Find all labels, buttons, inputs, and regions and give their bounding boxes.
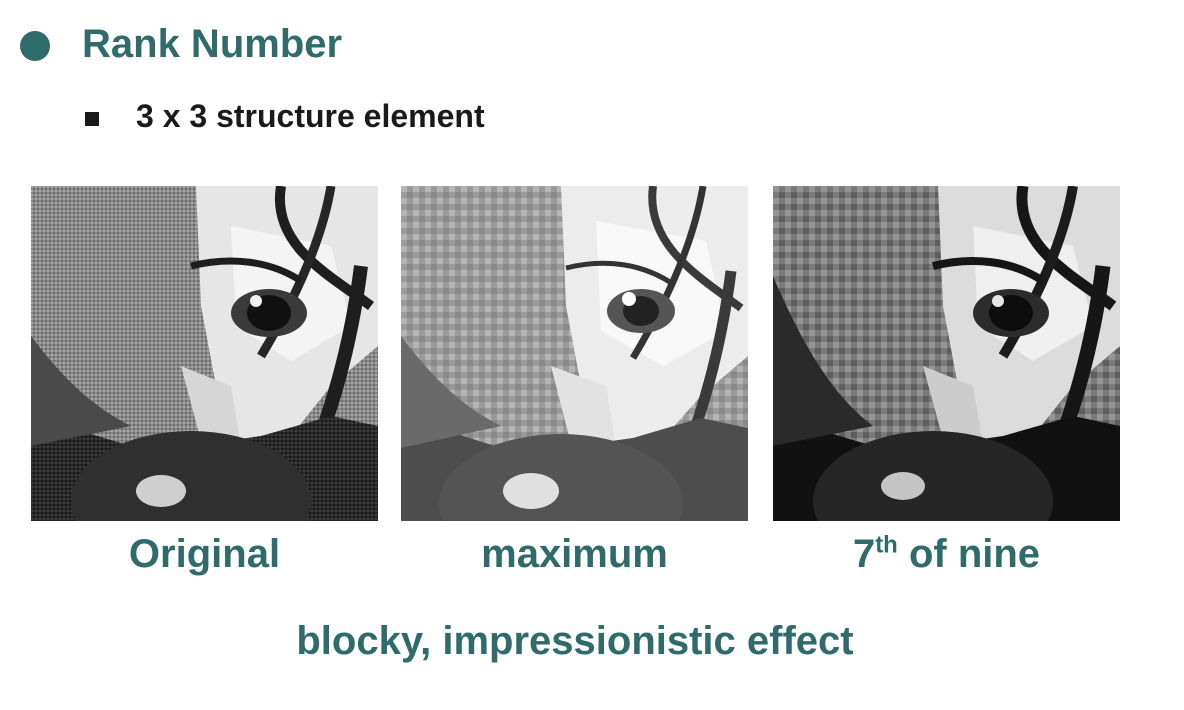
slide-subtitle: 3 x 3 structure element [136,98,485,134]
slide-title: Rank Number [82,22,343,66]
caption-original: Original [128,532,281,576]
caption-seventh-number: 7 [852,532,876,576]
slide-footer: blocky, impressionistic effect [296,619,854,663]
caption-seventh-superscript: th [875,531,898,559]
original-image [31,186,378,521]
maximum-image [401,186,748,521]
caption-seventh-rest: of nine [897,532,1041,576]
caption-seventh-of-nine: 7th of nine [773,532,1120,577]
seventh-of-nine-image [773,186,1120,521]
bullet-dot-icon [20,31,50,61]
square-bullet-icon [85,112,99,126]
caption-maximum: maximum [481,532,668,576]
